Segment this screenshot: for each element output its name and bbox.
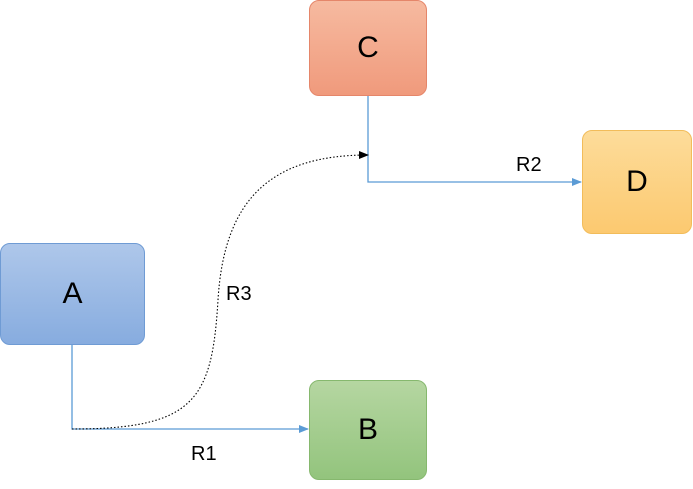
node-d-label: D bbox=[626, 165, 648, 198]
edge-label-r3: R3 bbox=[226, 283, 252, 305]
node-c[interactable]: C bbox=[309, 0, 427, 96]
node-b[interactable]: B bbox=[309, 380, 427, 480]
node-b-label: B bbox=[357, 413, 378, 446]
node-c-label: C bbox=[357, 31, 379, 64]
node-d[interactable]: D bbox=[582, 130, 692, 234]
connector-c-to-d bbox=[367, 96, 582, 186]
node-a-label: A bbox=[62, 277, 83, 310]
edge-label-r1: R1 bbox=[191, 443, 217, 465]
connector-a-to-b bbox=[71, 345, 309, 433]
node-a[interactable]: A bbox=[0, 243, 145, 345]
edge-label-r2: R2 bbox=[516, 154, 542, 176]
connector-r3-curve bbox=[71, 151, 369, 430]
